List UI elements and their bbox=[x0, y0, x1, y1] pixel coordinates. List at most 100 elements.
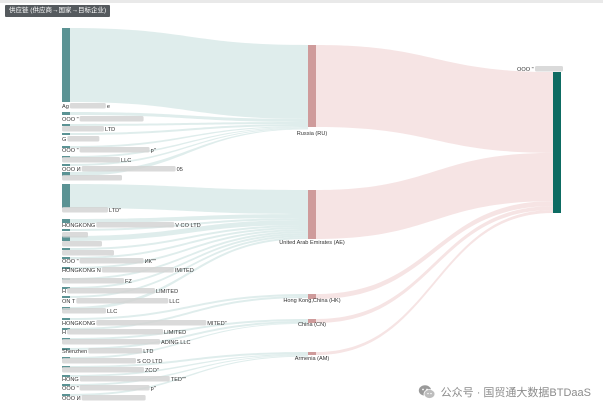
flow-supplier-to-country bbox=[70, 231, 308, 280]
redacted-text-block bbox=[101, 267, 174, 273]
watermark-text: 公众号 · 国贸通大数据BTDaaS bbox=[440, 387, 591, 399]
supplier-node[interactable] bbox=[62, 375, 70, 377]
supplier-label-suffix: e bbox=[107, 104, 110, 110]
supplier-node[interactable] bbox=[62, 257, 70, 259]
redacted-text-block bbox=[67, 136, 100, 142]
flow-supplier-to-country bbox=[70, 233, 308, 289]
top-frame-border bbox=[0, 0, 603, 3]
flow-supplier-to-country bbox=[70, 124, 308, 135]
redacted-text-block bbox=[76, 298, 169, 304]
supplier-label-suffix: LLC bbox=[121, 158, 131, 164]
flow-supplier-to-country bbox=[70, 127, 308, 158]
redacted-text-block bbox=[79, 376, 170, 382]
flow-supplier-to-country bbox=[70, 214, 308, 223]
supplier-label-suffix: ZCO" bbox=[145, 368, 159, 374]
country-node-hk[interactable] bbox=[308, 294, 316, 299]
supplier-label: HONG bbox=[62, 377, 79, 383]
supplier-node[interactable] bbox=[62, 164, 70, 166]
redacted-text-block bbox=[88, 348, 143, 354]
redacted-text-block bbox=[62, 241, 102, 247]
country-node-ae[interactable] bbox=[308, 190, 316, 239]
supplier-node[interactable] bbox=[62, 172, 70, 176]
flow-country-to-target bbox=[316, 201, 553, 299]
country-label-ae: United Arab Emirates (AE) bbox=[279, 240, 345, 246]
supplier-label: H bbox=[62, 330, 66, 336]
supplier-label-suffix: ИК"" bbox=[145, 259, 156, 265]
flow-supplier-to-country bbox=[70, 127, 308, 166]
supplier-node[interactable] bbox=[62, 124, 70, 126]
redacted-text-block bbox=[62, 278, 124, 284]
flow-supplier-to-country bbox=[70, 354, 308, 377]
flow-supplier-to-country bbox=[70, 355, 308, 386]
supplier-node[interactable] bbox=[62, 267, 70, 269]
supplier-label-suffix: LLC bbox=[169, 299, 179, 305]
flow-supplier-to-country bbox=[70, 294, 308, 320]
supplier-label: Shenzhen bbox=[62, 349, 87, 355]
supplier-node[interactable] bbox=[62, 236, 70, 241]
flow-supplier-to-country bbox=[70, 321, 308, 350]
supplier-label: OOO " bbox=[62, 259, 79, 265]
supplier-node[interactable] bbox=[62, 184, 70, 208]
supplier-label-suffix: LTD bbox=[143, 349, 153, 355]
flow-supplier-to-country bbox=[70, 355, 308, 396]
redacted-text-block bbox=[62, 157, 120, 163]
redacted-text-block bbox=[62, 232, 88, 238]
supplier-node[interactable] bbox=[62, 219, 70, 223]
redacted-text-block bbox=[79, 116, 144, 122]
supplier-label-suffix: LTD" bbox=[109, 208, 121, 214]
country-label-cn: China (CN) bbox=[298, 322, 326, 328]
supplier-label: OOO " bbox=[62, 386, 79, 392]
supplier-node[interactable] bbox=[62, 348, 70, 350]
supplier-node[interactable] bbox=[62, 296, 70, 298]
supplier-node[interactable] bbox=[62, 328, 70, 330]
flow-supplier-to-country bbox=[70, 227, 308, 259]
redacted-text-block bbox=[69, 103, 106, 109]
supplier-node[interactable] bbox=[62, 112, 70, 115]
flow-country-to-target bbox=[316, 152, 553, 239]
supplier-label: OOO " bbox=[62, 117, 79, 123]
country-node-cn[interactable] bbox=[308, 319, 316, 323]
wechat-icon bbox=[418, 385, 436, 399]
supplier-node[interactable] bbox=[62, 133, 70, 135]
supplier-label-suffix: MITED" bbox=[207, 321, 226, 327]
supplier-label: ON T bbox=[62, 299, 76, 305]
redacted-text-block bbox=[62, 250, 114, 256]
supplier-label-suffix: LIMITED bbox=[164, 330, 186, 336]
flow-country-to-target bbox=[316, 206, 553, 323]
country-node-am[interactable] bbox=[308, 352, 316, 355]
country-label-hk: Hong Kong,China (HK) bbox=[283, 298, 340, 304]
target-node[interactable] bbox=[553, 72, 561, 213]
supplier-label: OOO " bbox=[62, 148, 79, 154]
redacted-text-block bbox=[81, 166, 176, 172]
supplier-node[interactable] bbox=[62, 287, 70, 289]
supplier-node[interactable] bbox=[62, 394, 70, 396]
supplier-node[interactable] bbox=[62, 146, 70, 148]
flow-layer bbox=[70, 28, 553, 396]
redacted-text-block bbox=[62, 308, 106, 314]
watermark: 公众号 · 国贸通大数据BTDaaS bbox=[418, 384, 591, 400]
supplier-node[interactable] bbox=[62, 318, 70, 320]
redacted-text-block bbox=[62, 358, 136, 364]
flow-supplier-to-country bbox=[70, 28, 308, 119]
redacted-text-block bbox=[79, 258, 144, 264]
supplier-label-suffix: ADING LLC bbox=[161, 340, 191, 346]
supplier-label: H bbox=[62, 289, 66, 295]
country-node-ru[interactable] bbox=[308, 45, 316, 127]
redacted-text-block bbox=[96, 222, 175, 228]
supplier-node[interactable] bbox=[62, 229, 70, 231]
flow-supplier-to-country bbox=[70, 184, 308, 214]
flow-country-to-target bbox=[316, 45, 553, 153]
supplier-node[interactable] bbox=[62, 28, 70, 102]
supplier-label: Ag bbox=[62, 104, 69, 110]
supplier-label: HONGKONG bbox=[62, 223, 95, 229]
flow-supplier-to-country bbox=[70, 122, 308, 126]
flow-supplier-to-country bbox=[70, 352, 308, 368]
supplier-node[interactable] bbox=[62, 384, 70, 386]
supplier-label-suffix: LIMITED bbox=[156, 289, 178, 295]
supplier-label: OOO И bbox=[62, 167, 81, 173]
flow-supplier-to-country bbox=[70, 225, 308, 250]
supplier-label-suffix: TED"" bbox=[171, 377, 186, 383]
supplier-node[interactable] bbox=[62, 248, 70, 250]
